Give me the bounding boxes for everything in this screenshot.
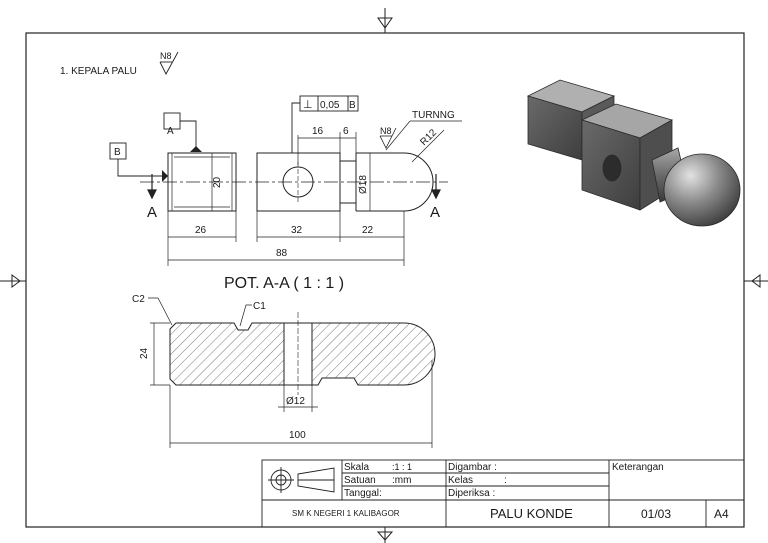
dim-6: 6 [343,126,349,137]
part-title-note: 1. KEPALA PALU [60,66,137,77]
dim-100: 100 [289,430,306,441]
scale-value: :1 : 1 [392,462,412,472]
dim-dia-12: Ø12 [286,396,305,407]
dim-height-24: 24 [139,347,150,359]
turning-label: TURNNG [412,110,455,121]
notes-label: Keterangan [612,462,664,473]
chamfer-c2: C2 [132,294,145,305]
threaded-shank [167,152,237,212]
scale-label: Skala [344,462,369,473]
dim-dia-20: 20 [212,176,223,188]
part-name: PALU KONDE [490,506,573,521]
section-view: C2 C1 24 Ø12 100 [132,294,436,448]
square-body [256,152,341,212]
tolerance-symbol: ⊥ [303,99,313,111]
dim-22: 22 [362,225,374,236]
section-line-a [147,174,441,200]
isometric-view [526,79,741,227]
section-marker-right: A [430,204,440,221]
dim-bottom-lines [167,211,405,266]
surface-finish-label: N8 [160,51,172,61]
paper-size: A4 [714,507,729,521]
drawn-label: Digambar : [448,462,497,473]
chamfer-c1: C1 [253,301,266,312]
datum-a-label: A [167,126,174,137]
frame-center-marks [0,8,768,543]
title-block [261,459,745,528]
unit-value: :mm [392,475,411,486]
dim-26: 26 [195,225,207,236]
date-label: Tanggal: [344,488,382,499]
section-marker-left: A [147,204,157,221]
dome-head [356,152,434,212]
class-colon: : [504,475,507,486]
sheet-number: 01/03 [641,507,671,521]
tolerance-value: 0,05 [320,100,340,111]
section-title: POT. A-A ( 1 : 1 ) [224,275,344,292]
projection-symbol-icon [268,467,335,493]
dim-16: 16 [312,126,324,137]
drawing-frame [25,32,745,528]
front-view: A A A B ⊥ 0,05 B 16 6 TURNNG [109,95,462,266]
dim-32: 32 [291,225,303,236]
school-name: SM K NEGERI 1 KALIBAGOR [292,509,400,518]
turning-symbol-label: N8 [380,126,392,136]
tolerance-frame [291,95,359,153]
dim-dia-18: Ø18 [358,175,369,194]
tolerance-datum: B [349,100,356,111]
surface-finish-symbol [159,51,179,75]
unit-label: Satuan [344,475,376,486]
datum-b-label: B [114,147,121,158]
checked-label: Diperiksa : [448,488,495,499]
dim-88: 88 [276,248,288,259]
dim-16-6 [297,132,357,165]
class-label: Kelas [448,475,473,486]
